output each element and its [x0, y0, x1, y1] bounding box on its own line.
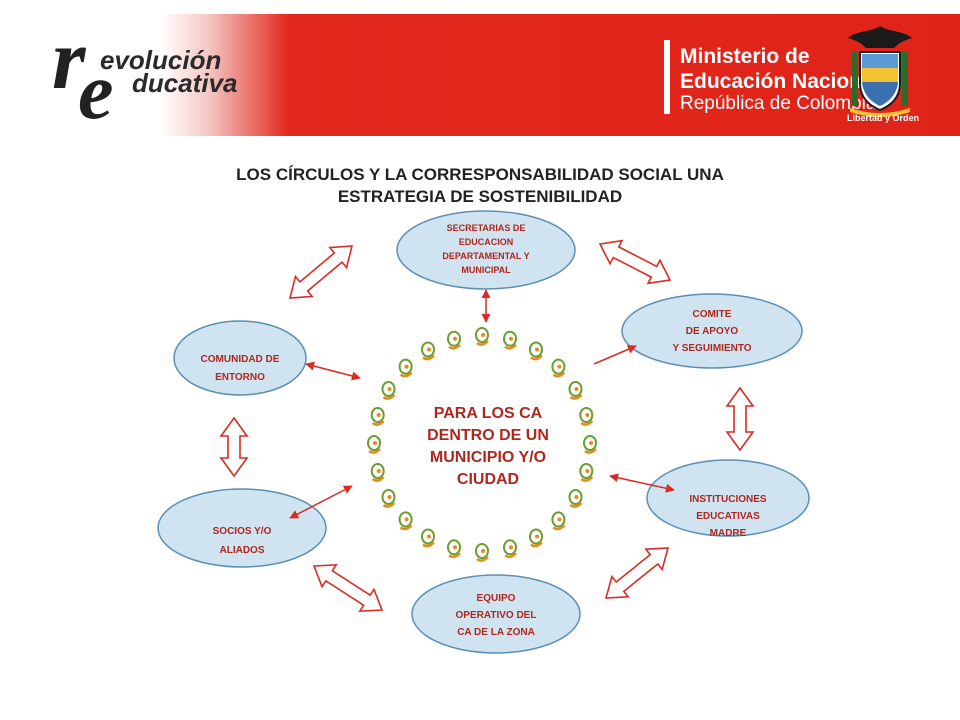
secretarias-line4: MUNICIPAL [461, 265, 511, 275]
connector-socios [289, 485, 353, 519]
ministry-divider [664, 40, 670, 114]
circle-logo-icon [568, 381, 583, 400]
circle-logo-icon [475, 543, 489, 562]
circle-logo-icon [398, 358, 413, 378]
title-line1: LOS CÍRCULOS Y LA CORRESPONSABILIDAD SOC… [236, 165, 724, 184]
ministry-motto: Libertad y Orden [847, 113, 920, 123]
center-line4: CIUDAD [456, 471, 520, 488]
socios-line1: SOCIOS Y/O [212, 526, 272, 537]
instituciones-line2: EDUCATIVAS [696, 511, 760, 522]
circle-logo-icon [579, 407, 594, 426]
circle-logo-icon [503, 539, 517, 559]
comunidad-line2: ENTORNO [215, 372, 265, 383]
revolucion-educativa-logo: r evolución e ducativa [40, 16, 270, 132]
comite-line3: Y SEGUIMIENTO [672, 343, 752, 354]
connector-comite [593, 345, 637, 365]
center-line1: PARA LOS CA [433, 405, 543, 422]
equipo-line2: OPERATIVO DEL [455, 610, 537, 621]
connector-comunidad [305, 361, 361, 381]
connector-instituciones [609, 473, 675, 493]
circles-ring [367, 327, 597, 562]
logo-word-ducativa: ducativa [132, 68, 238, 98]
equipo-line3: CA DE LA ZONA [457, 627, 535, 638]
comite-line1: COMITE [692, 309, 732, 320]
circle-logo-icon [551, 511, 566, 531]
node-secretarias-label: SECRETARIAS DE EDUCACION DEPARTAMENTAL Y… [416, 221, 556, 277]
circle-logo-icon [551, 358, 566, 378]
node-secretarias [396, 210, 576, 290]
circle-logo-icon [447, 539, 461, 559]
node-comite-label: COMITE DE APOYO Y SEGUIMIENTO [642, 306, 782, 357]
circle-logo-icon [529, 528, 543, 548]
block-arrow-secretarias-comunidad [288, 245, 354, 299]
title-line2: ESTRATEGIA DE SOSTENIBILIDAD [337, 187, 623, 206]
circle-logo-icon [367, 435, 381, 454]
instituciones-line1: INSTITUCIONES [689, 494, 767, 505]
node-comunidad-label: COMUNIDAD DE ENTORNO [190, 351, 290, 387]
secretarias-line2: EDUCACION [458, 237, 514, 247]
ministry-line3: República de Colombia [680, 93, 877, 114]
node-instituciones-label: INSTITUCIONES EDUCATIVAS MADRE [668, 491, 788, 542]
node-equipo [411, 574, 581, 654]
circle-logo-icon [421, 528, 435, 548]
logo-letter-e: e [78, 48, 114, 136]
page-title: LOS CÍRCULOS Y LA CORRESPONSABILIDAD SOC… [150, 164, 810, 208]
circle-logo-icon [583, 435, 597, 454]
node-socios [157, 488, 327, 568]
node-comunidad [173, 320, 307, 396]
circle-logo-icon [421, 341, 435, 361]
circle-logo-icon [529, 341, 543, 361]
ministry-line2: Educación Nacional [680, 70, 880, 93]
comunidad-line1: COMUNIDAD DE [200, 354, 280, 365]
block-arrow-socios-equipo [312, 563, 384, 613]
socios-line2: ALIADOS [219, 545, 265, 556]
ministry-line1: Ministerio de [680, 45, 810, 68]
circle-logo-icon [381, 489, 396, 508]
header-banner: r evolución e ducativa Ministerio de Edu… [0, 0, 960, 138]
center-line2: DENTRO DE UN [427, 427, 549, 444]
block-arrow-comite-instituciones [725, 386, 755, 452]
header-red-band [160, 14, 960, 136]
circle-logo-icon [370, 463, 385, 482]
circle-logo-icon [568, 489, 583, 508]
node-instituciones [646, 459, 810, 537]
instituciones-line3: MADRE [709, 528, 747, 539]
logo-word-evolucion: evolución [100, 45, 222, 75]
circle-logo-icon [447, 330, 461, 350]
circle-logo-icon [398, 511, 413, 531]
circle-logo-icon [381, 381, 396, 400]
circle-logo-icon [475, 327, 489, 346]
circle-logo-icon [579, 463, 594, 482]
center-line3: MUNICIPIO Y/O [429, 449, 547, 466]
colombia-coat-of-arms-icon [848, 26, 912, 117]
node-equipo-label: EQUIPO OPERATIVO DEL CA DE LA ZONA [426, 590, 566, 641]
block-arrow-secretarias-comite [598, 239, 672, 285]
equipo-line1: EQUIPO [476, 593, 516, 604]
circle-logo-icon [503, 330, 517, 350]
comite-line2: DE APOYO [685, 326, 739, 337]
logo-letter-r: r [52, 11, 86, 107]
circle-logo-icon [370, 407, 385, 426]
secretarias-line1: SECRETARIAS DE [446, 223, 526, 233]
block-arrow-equipo-instituciones [604, 547, 670, 599]
node-socios-label: SOCIOS Y/O ALIADOS [182, 522, 302, 560]
center-label: PARA LOS CA DENTRO DE UN MUNICIPIO Y/O C… [400, 403, 576, 491]
secretarias-line3: DEPARTAMENTAL Y [442, 251, 530, 261]
block-arrow-comunidad-socios [219, 416, 249, 478]
node-comite [621, 293, 803, 369]
